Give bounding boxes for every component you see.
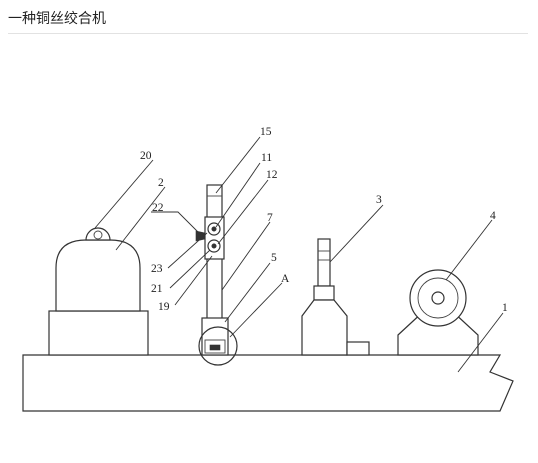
lower-roller-hub <box>211 243 217 249</box>
clamp-bracket-22 <box>195 230 206 242</box>
detail-circle-A <box>198 326 238 366</box>
leader-22 <box>151 211 201 235</box>
upper-roller-hub <box>211 226 217 232</box>
label-19: 19 <box>158 301 170 313</box>
leader-21 <box>169 249 211 289</box>
label-1: 1 <box>502 302 508 314</box>
base-frame <box>22 354 514 412</box>
leader-A <box>229 282 283 338</box>
label-7: 7 <box>267 212 273 224</box>
lower-box <box>48 310 149 356</box>
leader-19 <box>174 255 213 306</box>
label-20: 20 <box>140 150 152 162</box>
leader-11 <box>215 162 261 228</box>
spindle-foot <box>346 341 370 356</box>
label-A: A <box>281 273 290 285</box>
spindle-post <box>317 238 331 287</box>
leader-7 <box>221 221 271 291</box>
top-pulley-hub <box>93 230 103 240</box>
leader-1 <box>457 312 504 373</box>
leader-15 <box>215 136 261 194</box>
label-2: 2 <box>158 177 164 189</box>
label-23: 23 <box>151 263 163 275</box>
tower-base-pin <box>209 344 221 351</box>
title-divider <box>8 33 528 34</box>
leader-2 <box>115 186 166 251</box>
label-12: 12 <box>266 169 278 181</box>
leader-20 <box>94 159 154 229</box>
leader-12 <box>217 179 269 245</box>
leader-23 <box>167 232 208 269</box>
label-5: 5 <box>271 252 277 264</box>
leader-3 <box>329 204 384 263</box>
spindle-collar <box>313 285 335 301</box>
leader-5 <box>224 262 271 323</box>
spindle-housing <box>301 299 348 356</box>
reel-hub <box>431 291 445 305</box>
label-3: 3 <box>376 194 382 206</box>
tower-base-slot <box>204 339 226 354</box>
label-15: 15 <box>260 126 272 138</box>
coil-housing <box>55 239 141 312</box>
reel-inner <box>417 277 459 319</box>
label-21: 21 <box>151 283 163 295</box>
leader-4 <box>445 219 493 281</box>
label-22: 22 <box>152 202 164 214</box>
top-pulley-20 <box>85 227 111 241</box>
label-4: 4 <box>490 210 496 222</box>
page-title: 一种铜丝绞合机 <box>8 11 106 27</box>
label-11: 11 <box>261 152 272 164</box>
